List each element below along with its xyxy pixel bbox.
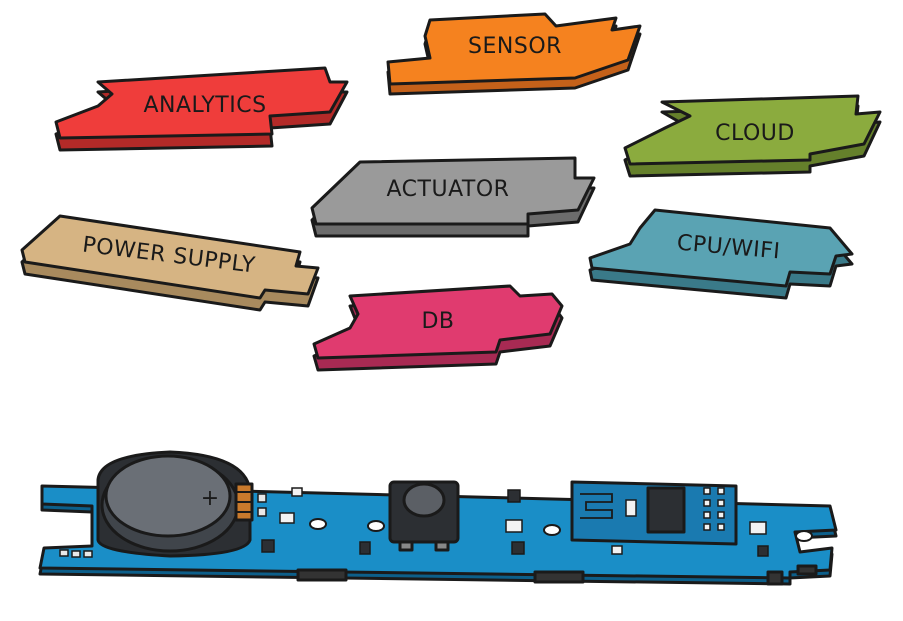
bottom-connector xyxy=(766,570,784,586)
coin-cell-battery: + xyxy=(96,450,254,558)
pcb-board: + xyxy=(38,450,838,586)
battery-face xyxy=(104,454,232,538)
smd-components xyxy=(261,487,769,557)
bottom-connector xyxy=(796,564,818,576)
block-cpu-wifi-face xyxy=(588,208,854,288)
block-sensor-face xyxy=(386,12,642,86)
mounting-holes xyxy=(309,518,813,542)
block-db-face xyxy=(312,284,564,360)
wifi-chip xyxy=(646,486,686,534)
block-power-supply: POWER SUPPLY xyxy=(20,214,320,312)
bottom-connector xyxy=(296,568,348,582)
block-db-label: DB xyxy=(421,309,454,334)
block-actuator-label: ACTUATOR xyxy=(387,177,510,202)
block-analytics: ANALYTICS xyxy=(54,66,349,152)
wifi-module xyxy=(570,480,738,546)
block-analytics-face xyxy=(54,66,349,140)
push-button-cap xyxy=(402,482,446,518)
battery-plus-icon: + xyxy=(201,486,219,511)
block-actuator: ACTUATOR xyxy=(310,156,596,238)
antenna-trace xyxy=(580,493,613,519)
block-cloud-face xyxy=(623,94,882,166)
block-cloud-label: CLOUD xyxy=(715,121,795,146)
pads-left xyxy=(59,493,267,558)
block-sensor-label: SENSOR xyxy=(468,34,562,59)
block-db: DB xyxy=(312,284,564,372)
block-power-supply-face xyxy=(20,214,320,300)
block-sensor: SENSOR xyxy=(386,12,642,96)
block-cloud: CLOUD xyxy=(623,94,882,178)
push-button xyxy=(388,480,460,552)
block-analytics-label: ANALYTICS xyxy=(143,93,266,118)
block-cpu-wifi: CPU/WIFI xyxy=(588,208,854,300)
block-actuator-face xyxy=(310,156,596,226)
bottom-connector xyxy=(533,570,585,584)
